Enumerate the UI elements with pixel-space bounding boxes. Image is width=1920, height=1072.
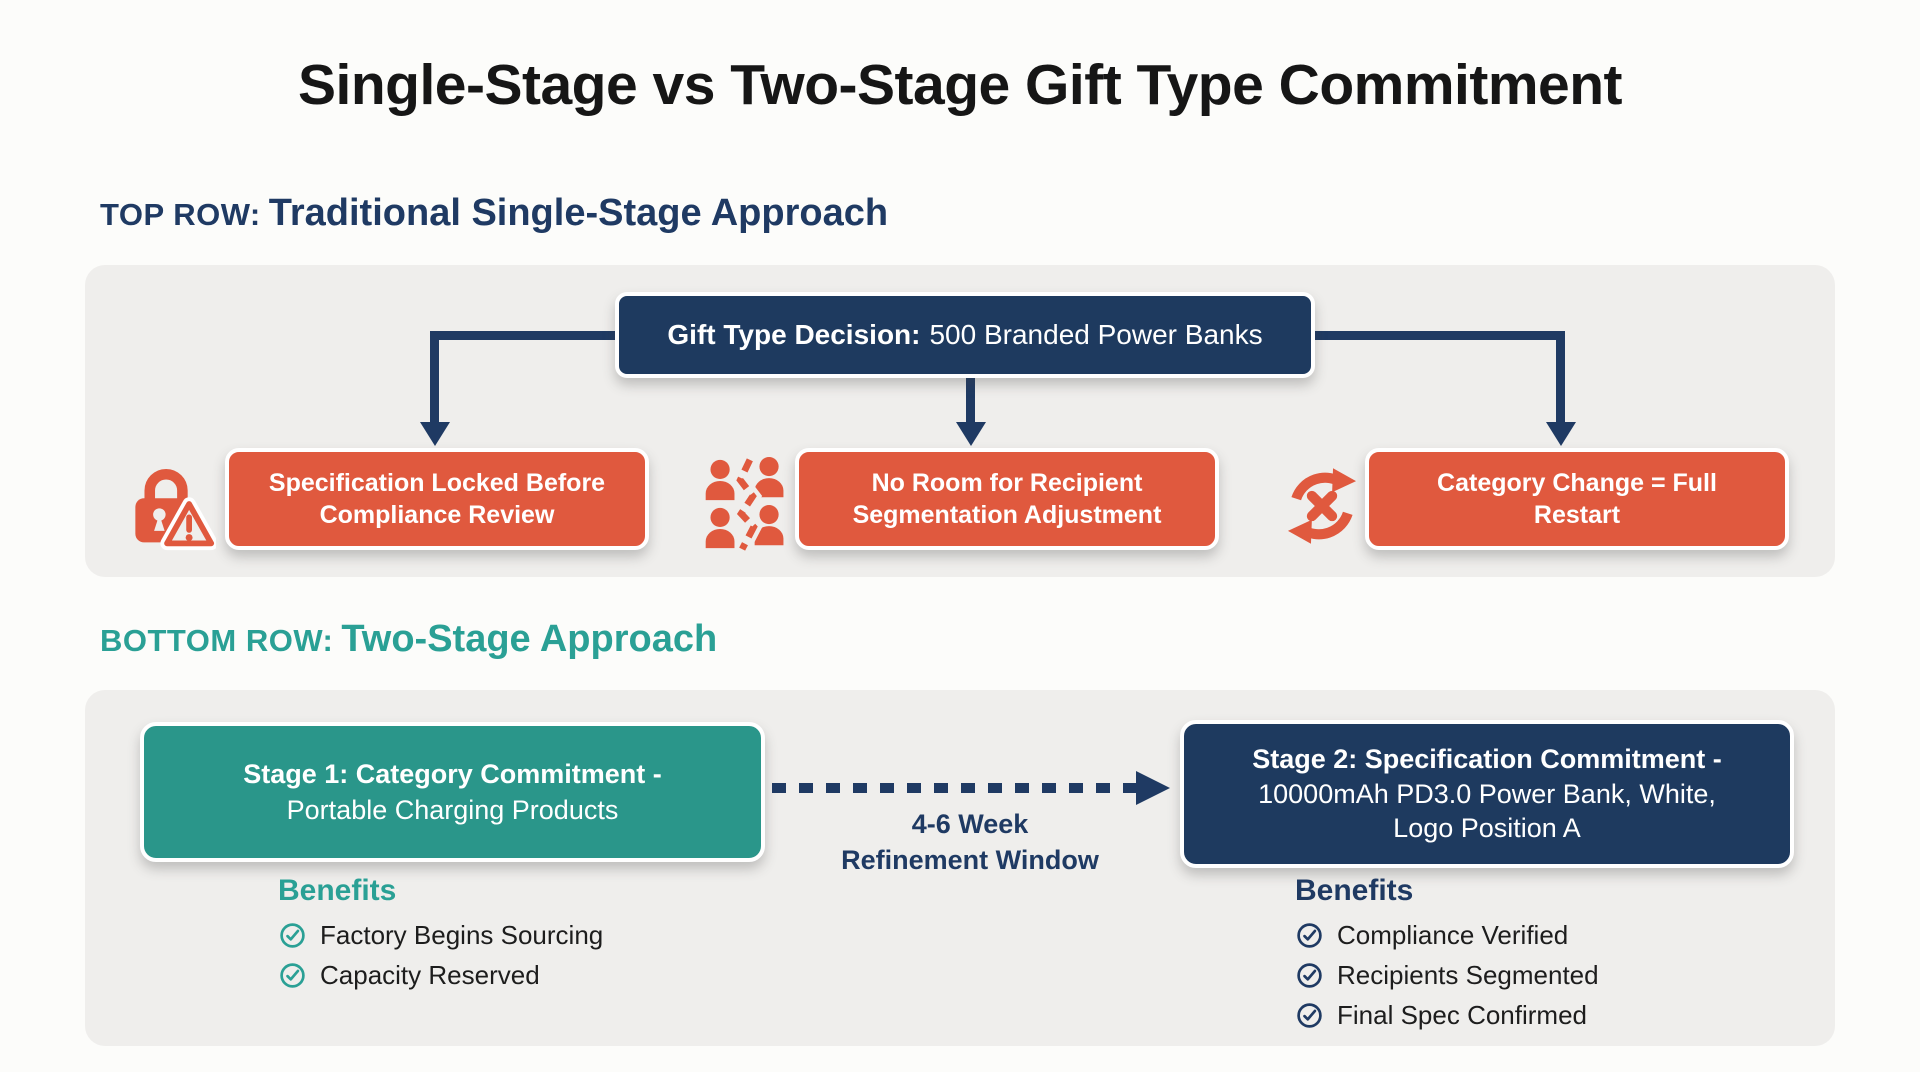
decision-value: 500 Branded Power Banks [929, 319, 1263, 350]
stage1-label: Stage 1: Category Commitment - [243, 758, 662, 789]
refinement-window-caption: 4-6 Week Refinement Window [760, 806, 1180, 878]
arrow-right-elbow-vertical [1556, 331, 1565, 424]
dotted-arrow-head-icon [1136, 771, 1170, 805]
check-circle-icon [1295, 961, 1324, 990]
arrow-middle-down-head-icon [956, 422, 986, 446]
outcome-text: Specification Locked Before Compliance R… [268, 468, 606, 530]
arrow-middle-vertical [966, 376, 975, 424]
caption-line2: Refinement Window [841, 845, 1099, 875]
bottom-row-heading-label: BOTTOM ROW: [100, 623, 334, 658]
benefit-text: Final Spec Confirmed [1337, 1000, 1587, 1030]
list-item: Compliance Verified [1295, 920, 1599, 951]
arrow-left-down-head-icon [420, 422, 450, 446]
lock-warning-icon [120, 456, 218, 552]
arrow-left-elbow-horizontal [430, 331, 620, 340]
benefit-text: Recipients Segmented [1337, 960, 1599, 990]
restart-cycle-icon [1276, 460, 1368, 552]
benefits-left-heading: Benefits [278, 874, 397, 907]
benefits-right-heading: Benefits [1295, 874, 1414, 907]
people-split-icon [698, 456, 794, 553]
outcome-box-full-restart: Category Change = Full Restart [1365, 448, 1789, 550]
benefit-text: Capacity Reserved [320, 960, 540, 990]
check-circle-icon [278, 921, 307, 950]
stage2-box: Stage 2: Specification Commitment - 1000… [1180, 720, 1794, 868]
stage1-box: Stage 1: Category Commitment - Portable … [140, 722, 765, 862]
outcome-box-spec-locked: Specification Locked Before Compliance R… [225, 448, 649, 550]
arrow-right-elbow-horizontal [1313, 331, 1565, 340]
outcome-text: No Room for Recipient Segmentation Adjus… [852, 468, 1162, 530]
top-row-heading-title: Traditional Single-Stage Approach [268, 192, 889, 234]
benefits-left: Benefits Factory Begins Sourcing Capacit… [278, 874, 603, 1000]
list-item: Capacity Reserved [278, 960, 603, 991]
decision-label: Gift Type Decision: [667, 319, 921, 350]
outcome-box-no-segmentation: No Room for Recipient Segmentation Adjus… [795, 448, 1219, 550]
bottom-row-heading-title: Two-Stage Approach [341, 618, 718, 660]
outcome-text: Category Change = Full Restart [1437, 468, 1717, 530]
top-row-heading: TOP ROW:Traditional Single-Stage Approac… [100, 192, 888, 235]
benefit-text: Factory Begins Sourcing [320, 920, 604, 950]
stage1-value: Portable Charging Products [286, 795, 619, 825]
benefits-right: Benefits Compliance Verified Recipients … [1295, 874, 1599, 1040]
bottom-row-heading: BOTTOM ROW:Two-Stage Approach [100, 618, 717, 661]
top-row-heading-label: TOP ROW: [100, 197, 261, 232]
check-circle-icon [1295, 1001, 1324, 1030]
stage2-line2: 10000mAh PD3.0 Power Bank, White, [1258, 778, 1716, 809]
benefit-text: Compliance Verified [1337, 920, 1569, 950]
stage2-label: Stage 2: Specification Commitment - [1252, 744, 1722, 775]
dotted-arrow-line [772, 783, 1138, 793]
list-item: Factory Begins Sourcing [278, 920, 603, 951]
arrow-right-down-head-icon [1546, 422, 1576, 446]
stage2-line3: Logo Position A [1393, 813, 1581, 844]
list-item: Final Spec Confirmed [1295, 1000, 1599, 1031]
check-circle-icon [278, 961, 307, 990]
arrow-left-elbow-vertical [430, 331, 439, 424]
caption-line1: 4-6 Week [911, 809, 1029, 839]
page-title: Single-Stage vs Two-Stage Gift Type Comm… [297, 53, 1623, 117]
gift-type-decision-box: Gift Type Decision: 500 Branded Power Ban… [615, 292, 1315, 378]
check-circle-icon [1295, 921, 1324, 950]
list-item: Recipients Segmented [1295, 960, 1599, 991]
